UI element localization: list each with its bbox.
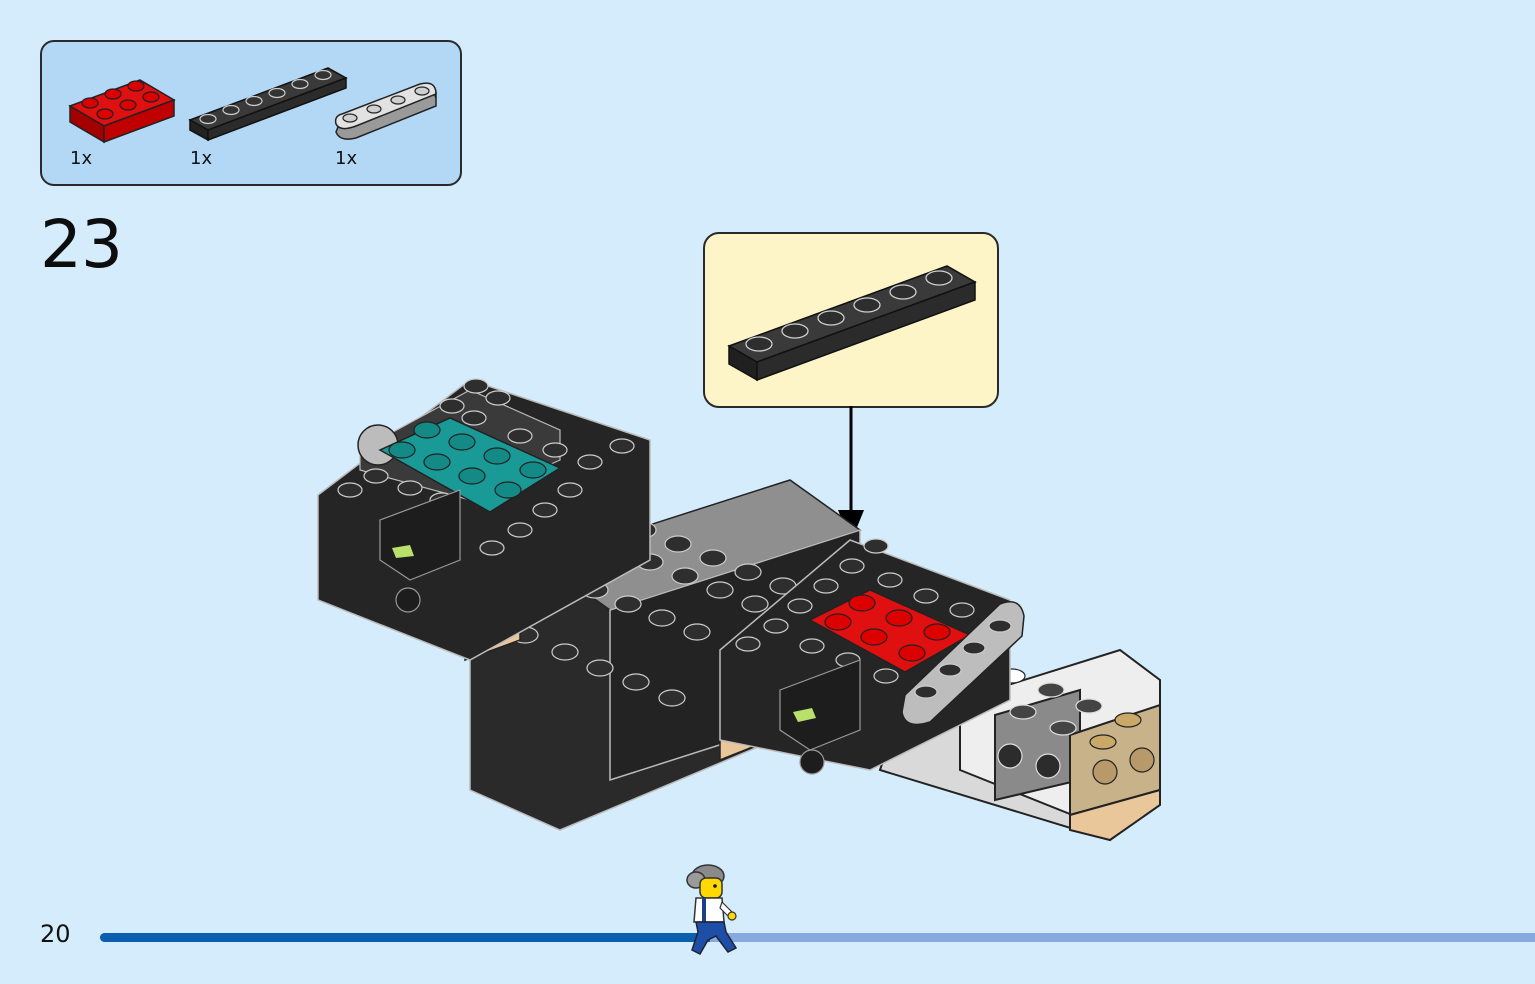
part-quantity: 1x bbox=[335, 148, 358, 169]
red-plate-2x3-icon bbox=[68, 79, 176, 144]
grey-rounded-plate-1x4-icon bbox=[334, 82, 437, 140]
step-number: 23 bbox=[40, 206, 123, 283]
black-plate-1x6-icon bbox=[188, 67, 348, 142]
progress-track bbox=[100, 933, 1535, 942]
parts-list-box: 1x 1x 1x bbox=[40, 40, 462, 186]
page-number: 20 bbox=[40, 920, 71, 948]
subassembly-callout bbox=[703, 232, 999, 408]
part-quantity: 1x bbox=[70, 148, 93, 169]
part-quantity: 1x bbox=[190, 148, 213, 169]
minifigure-progress-marker-icon bbox=[686, 864, 738, 955]
progress-fill bbox=[100, 933, 710, 942]
black-plate-1x6-icon bbox=[727, 265, 977, 382]
placement-arrow bbox=[838, 406, 864, 542]
